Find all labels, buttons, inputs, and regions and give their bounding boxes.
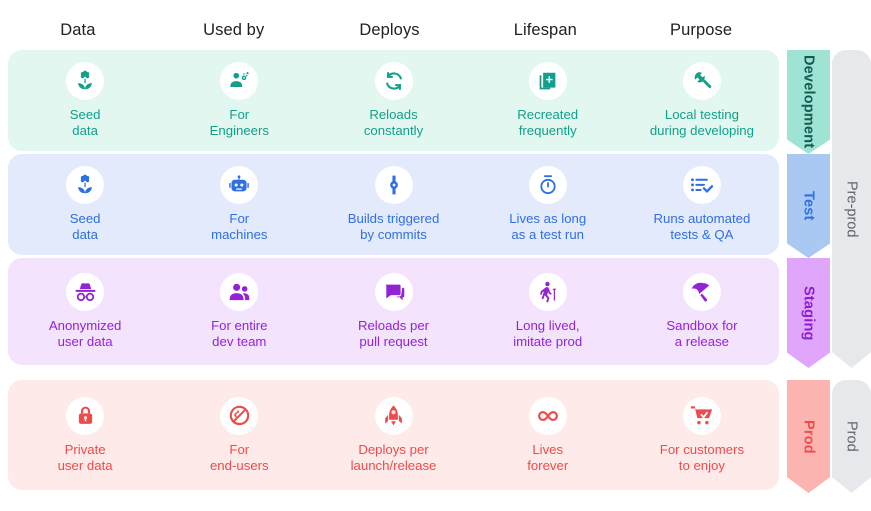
cell-prod-lifespan: Lives forever	[471, 396, 625, 474]
row-staging: Anonymized user data For entire dev team	[8, 258, 779, 365]
cell-development-lifespan: Recreated frequently	[471, 62, 625, 139]
stage-label: Staging	[800, 285, 817, 341]
cell-label: Deploys per launch/release	[350, 441, 437, 473]
cell-development-purpose: Local testing during developing	[625, 62, 779, 139]
cell-staging-used-by: For entire dev team	[162, 273, 316, 350]
elderly-person-icon	[528, 273, 567, 311]
cell-label: Anonymized user data	[48, 318, 122, 349]
duplicate-add-icon	[528, 62, 567, 100]
cell-label: Lives as long as a test run	[509, 211, 587, 242]
column-header-deploys: Deploys	[359, 20, 420, 39]
cell-staging-lifespan: Long lived, imitate prod	[471, 273, 625, 350]
cell-prod-purpose: For customers to enjoy	[625, 396, 779, 474]
stage-chevron-staging: Staging	[787, 258, 830, 368]
rocket-icon	[374, 396, 413, 435]
checklist-icon	[682, 166, 721, 204]
cell-label: Seed data	[69, 107, 101, 138]
column-header-data: Data	[60, 20, 96, 39]
group-label: Prod	[843, 421, 860, 452]
flower-seedling-icon	[66, 62, 105, 100]
wrench-icon	[682, 62, 721, 100]
cell-label: Runs automated tests & QA	[653, 211, 751, 242]
cell-label: Sandbox for a release	[666, 318, 738, 349]
robot-icon	[220, 166, 259, 204]
cell-test-deploys: Builds triggered by commits	[316, 166, 470, 243]
row-prod: Private user data For end-users	[8, 380, 779, 490]
stage-label: Test	[800, 191, 817, 221]
cell-label: Private user data	[57, 441, 113, 473]
cell-prod-data: Private user data	[8, 396, 162, 474]
stage-chevron-test: Test	[787, 154, 830, 258]
cell-development-data: Seed data	[8, 62, 162, 139]
stage-chevron-prod: Prod	[787, 380, 830, 493]
cell-staging-purpose: Sandbox for a release	[625, 273, 779, 350]
cell-label: For customers to enjoy	[659, 441, 745, 473]
stage-chevron-development: Development	[787, 50, 830, 154]
cell-label: For entire dev team	[211, 318, 268, 349]
row-development: Seed data For Engineers	[8, 50, 779, 151]
cell-label: For machines	[211, 211, 268, 242]
stage-label: Prod	[800, 419, 817, 454]
umbrella-icon	[682, 273, 721, 311]
engineer-gear-person-icon	[220, 62, 259, 100]
flower-seedling-icon	[66, 166, 105, 204]
cell-development-deploys: Reloads constantly	[316, 62, 470, 139]
cell-prod-deploys: Deploys per launch/release	[316, 396, 470, 474]
group-label: Pre-prod	[843, 180, 860, 238]
group-block-pre-prod: Pre-prod	[832, 50, 871, 368]
stopwatch-icon	[528, 166, 567, 204]
cell-label: Reloads per pull request	[357, 318, 430, 349]
column-header-row: Data Used by Deploys Lifespan Purpose	[0, 14, 779, 46]
cell-label: Builds triggered by commits	[347, 211, 440, 242]
group-block-prod: Prod	[832, 380, 871, 493]
cell-label: Lives forever	[527, 441, 569, 473]
globe-block-icon	[220, 396, 259, 435]
cell-staging-data: Anonymized user data	[8, 273, 162, 350]
cell-test-purpose: Runs automated tests & QA	[625, 166, 779, 243]
incognito-icon	[66, 273, 105, 311]
cell-test-data: Seed data	[8, 166, 162, 243]
shopping-cart-icon	[682, 396, 721, 435]
infinity-icon	[528, 396, 567, 435]
cell-label: For end-users	[209, 441, 269, 473]
column-header-lifespan: Lifespan	[513, 20, 577, 39]
lock-icon	[66, 396, 105, 435]
cell-label: Recreated frequently	[517, 107, 579, 138]
stage-label: Development	[800, 55, 817, 149]
cell-staging-deploys: Reloads per pull request	[316, 273, 470, 350]
refresh-loop-icon	[374, 62, 413, 100]
cell-label: Long lived, imitate prod	[513, 318, 583, 349]
cell-test-used-by: For machines	[162, 166, 316, 243]
cell-development-used-by: For Engineers	[162, 62, 316, 139]
people-group-icon	[220, 273, 259, 311]
git-commit-icon	[374, 166, 413, 204]
cell-label: Local testing during developing	[649, 107, 754, 138]
row-test: Seed data For machines	[8, 154, 779, 255]
column-header-purpose: Purpose	[670, 20, 733, 39]
cell-label: For Engineers	[209, 107, 269, 138]
cell-label: Seed data	[69, 211, 101, 242]
cell-label: Reloads constantly	[363, 107, 424, 138]
cell-prod-used-by: For end-users	[162, 396, 316, 474]
chat-bubbles-icon	[374, 273, 413, 311]
cell-test-lifespan: Lives as long as a test run	[471, 166, 625, 243]
column-header-used-by: Used by	[203, 20, 265, 39]
